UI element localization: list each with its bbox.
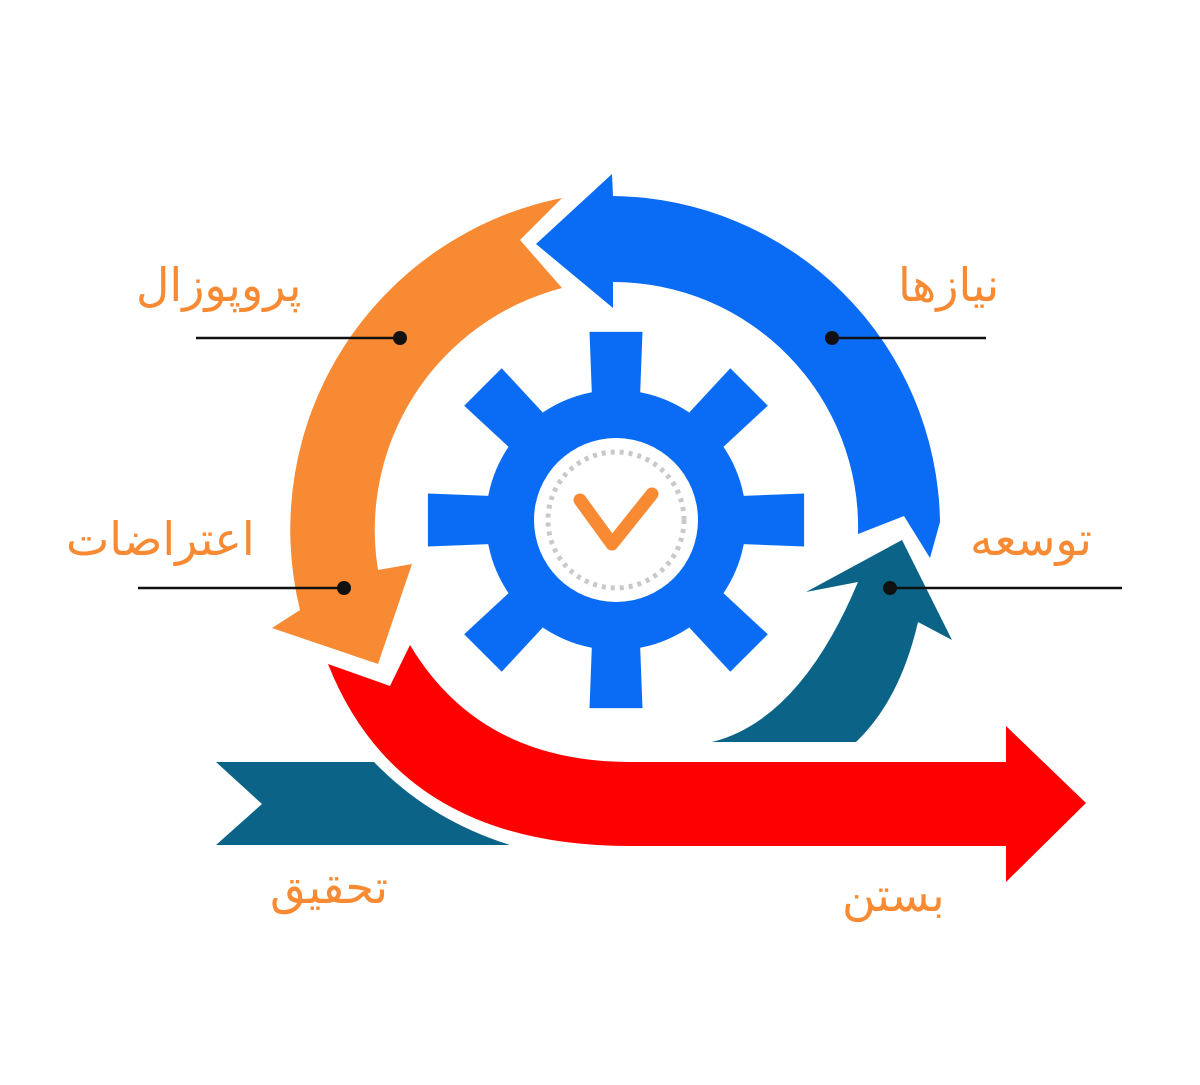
leader-lines <box>138 331 1122 595</box>
stage-label-closing: بستن <box>842 868 945 922</box>
gear-inner-dotted-ring <box>545 449 687 591</box>
stage-label-objections: اعتراضات <box>66 512 255 566</box>
stage-label-needs: نیازها <box>898 258 1000 312</box>
checkmark-icon <box>573 487 659 551</box>
stage-label-research: تحقیق <box>270 860 389 914</box>
gear-icon <box>427 331 805 709</box>
leader-dot-objections <box>337 581 351 595</box>
leader-dot-needs <box>825 331 839 345</box>
orange-cycle-arrow <box>272 198 562 664</box>
stage-label-proposal: پروپوزال <box>136 258 302 312</box>
teal-tail-band <box>216 762 510 845</box>
red-forward-arrow <box>328 645 1086 882</box>
stage-label-development: توسعه <box>970 512 1092 566</box>
leader-dot-proposal <box>393 331 407 345</box>
blue-cycle-arrow <box>536 174 940 558</box>
leader-dot-development <box>883 581 897 595</box>
